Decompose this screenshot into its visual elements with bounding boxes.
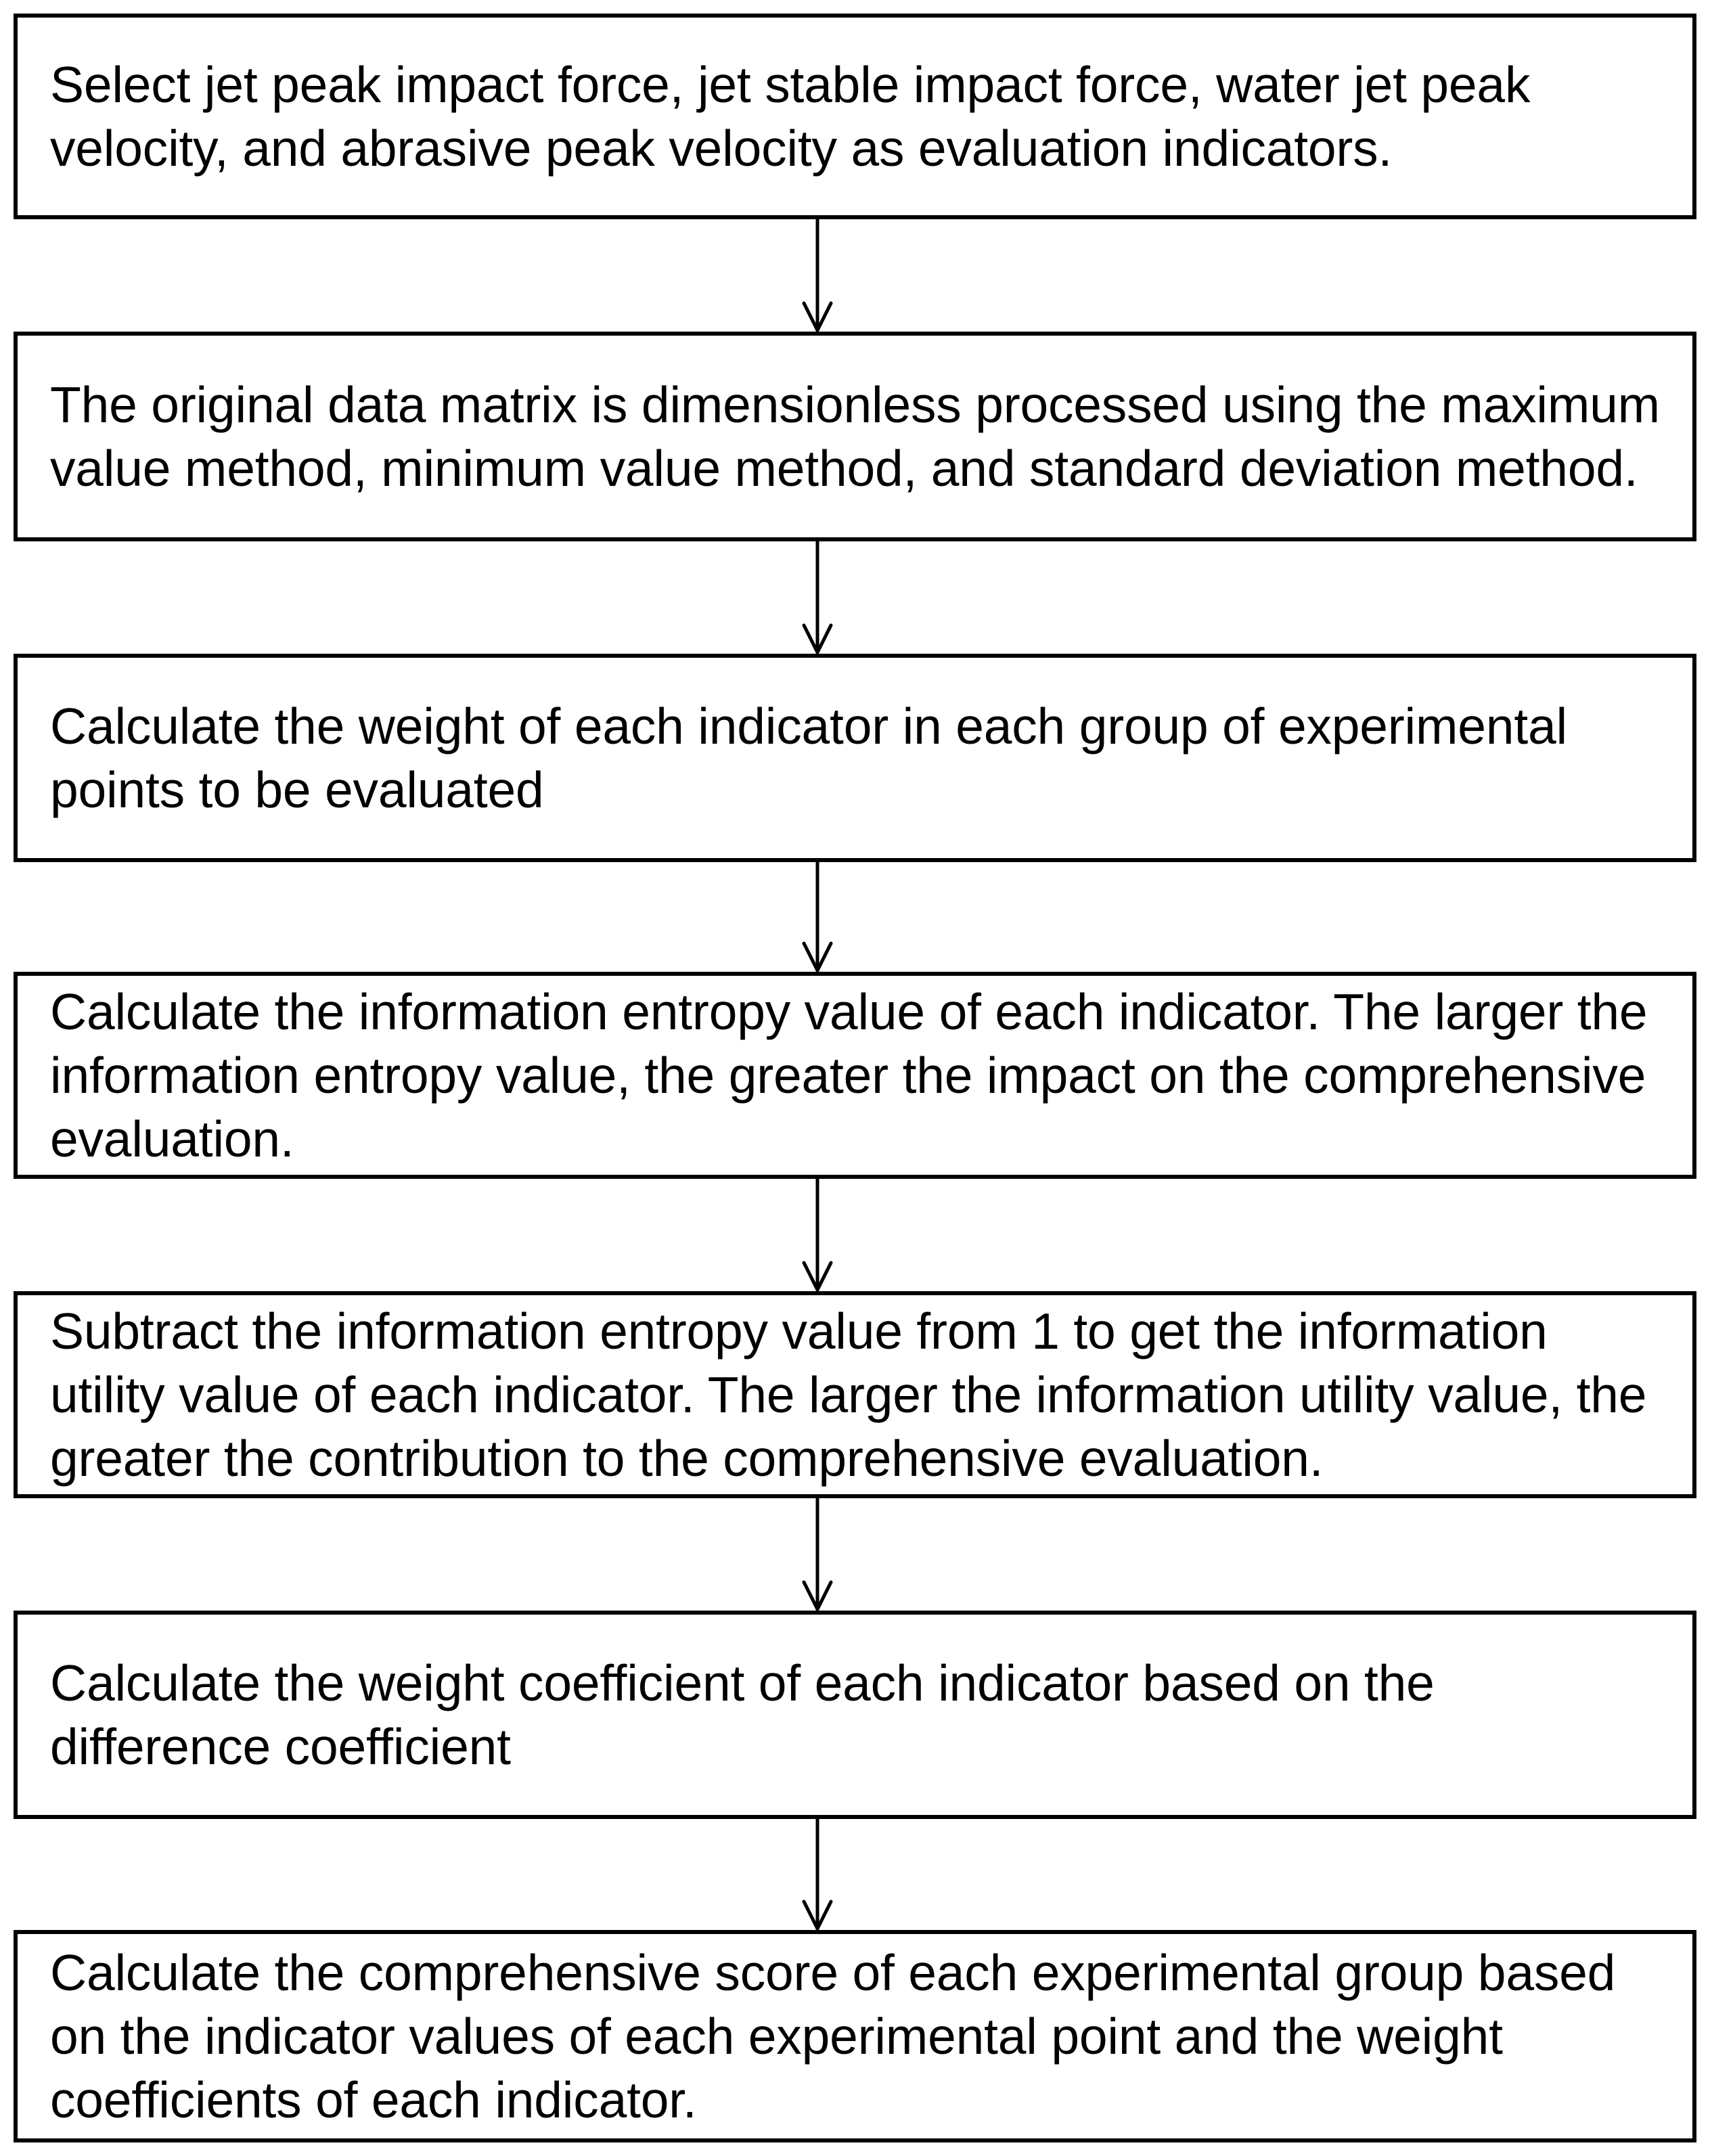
step-text: Calculate the information entropy value … bbox=[50, 983, 1648, 1167]
step-text: Select jet peak impact force, jet stable… bbox=[50, 56, 1531, 177]
step-text: The original data matrix is dimensionles… bbox=[50, 376, 1660, 497]
step-box-dimensionless-processing: The original data matrix is dimensionles… bbox=[14, 332, 1696, 541]
step-text: Calculate the comprehensive score of eac… bbox=[50, 1944, 1616, 2128]
arrow-down-icon bbox=[802, 1817, 833, 1931]
arrow-down-icon bbox=[802, 1177, 833, 1292]
arrow-down-icon bbox=[802, 539, 833, 654]
step-box-comprehensive-score: Calculate the comprehensive score of eac… bbox=[14, 1930, 1696, 2142]
step-box-information-entropy: Calculate the information entropy value … bbox=[14, 972, 1696, 1179]
step-text: Calculate the weight of each indicator i… bbox=[50, 698, 1567, 818]
step-text: Calculate the weight coefficient of each… bbox=[50, 1655, 1435, 1775]
arrow-down-icon bbox=[802, 217, 833, 332]
step-box-weight-coefficient: Calculate the weight coefficient of each… bbox=[14, 1611, 1696, 1819]
step-text: Subtract the information entropy value f… bbox=[50, 1303, 1647, 1487]
arrow-down-icon bbox=[802, 1496, 833, 1611]
step-box-indicator-weight: Calculate the weight of each indicator i… bbox=[14, 654, 1696, 862]
step-box-select-indicators: Select jet peak impact force, jet stable… bbox=[14, 14, 1696, 219]
step-box-information-utility: Subtract the information entropy value f… bbox=[14, 1291, 1696, 1498]
arrow-down-icon bbox=[802, 860, 833, 972]
